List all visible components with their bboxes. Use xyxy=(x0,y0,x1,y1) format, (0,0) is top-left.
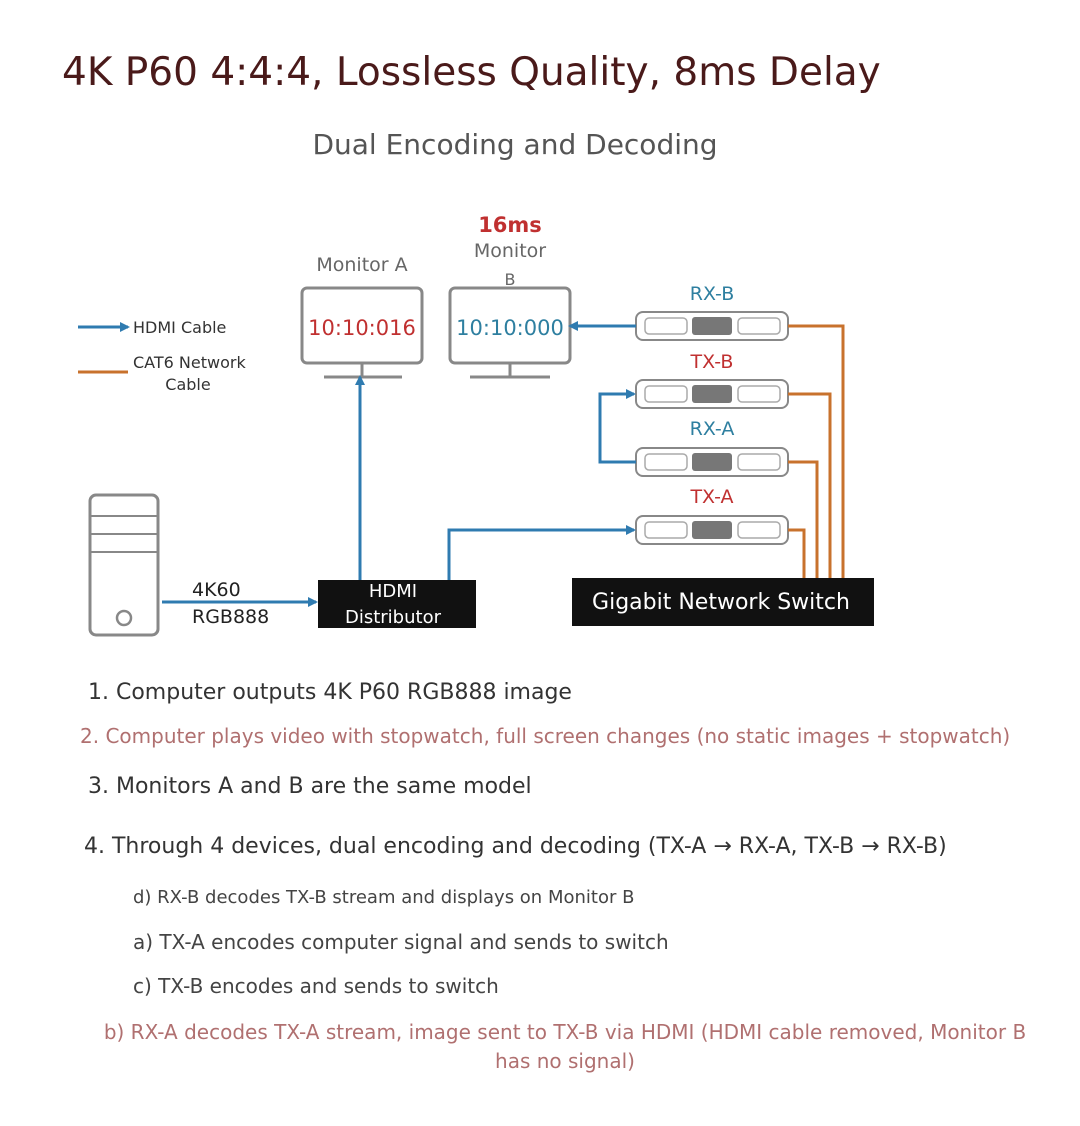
diagram-subtitle: Dual Encoding and Decoding xyxy=(312,128,718,161)
cat6-tx-b xyxy=(788,392,832,580)
monitor-a-time: 10:10:016 xyxy=(308,316,416,340)
cat6-rx-b xyxy=(788,324,845,580)
distributor-label-line1: HDMI xyxy=(369,581,417,602)
distributor-label-line2: Distributor xyxy=(345,607,442,628)
monitor-b-label-line2: B xyxy=(505,270,516,289)
device-rx-b xyxy=(635,311,789,341)
step-3: 3. Monitors A and B are the same model xyxy=(88,774,532,799)
rx-a-label: RX-A xyxy=(690,418,735,440)
connection-diagram: HDMI Cable CAT6 Network Cable Monitor A … xyxy=(78,213,874,637)
tx-a-label: TX-A xyxy=(689,486,733,508)
step-1: 1. Computer outputs 4K P60 RGB888 image xyxy=(88,680,572,705)
monitor-a: Monitor A 10:10:016 xyxy=(300,254,424,379)
page-title: 4K P60 4:4:4, Lossless Quality, 8ms Dela… xyxy=(62,50,881,95)
legend-cat6-label-line1: CAT6 Network xyxy=(133,353,246,372)
hdmi-distributor: HDMI Distributor xyxy=(318,580,476,628)
legend-hdmi-label: HDMI Cable xyxy=(133,318,226,337)
substep-b: b) RX-A decodes TX-A stream, image sent … xyxy=(103,1020,1027,1073)
rx-b-label: RX-B xyxy=(690,283,735,305)
cat6-rx-a xyxy=(788,460,819,580)
device-tx-b xyxy=(635,379,789,409)
cat6-tx-a xyxy=(788,528,806,580)
device-rx-a xyxy=(635,447,789,477)
hdmi-cables xyxy=(162,321,636,607)
substep-c: c) TX-B encodes and sends to switch xyxy=(133,974,499,998)
monitor-a-label: Monitor A xyxy=(316,254,407,276)
monitor-b-label-line1: Monitor xyxy=(474,240,546,262)
source-label-line2: RGB888 xyxy=(192,606,269,628)
device-tx-a xyxy=(635,515,789,545)
substep-a: a) TX-A encodes computer signal and send… xyxy=(133,930,669,954)
legend-cat6-label-line2: Cable xyxy=(165,375,210,394)
switch-label: Gigabit Network Switch xyxy=(592,590,850,615)
delay-label: 16ms xyxy=(478,213,542,237)
computer-tower xyxy=(88,493,160,637)
tx-b-label: TX-B xyxy=(690,351,734,373)
cat6-cables xyxy=(788,324,845,580)
substep-d: d) RX-B decodes TX-B stream and displays… xyxy=(133,887,635,908)
monitor-b: 16ms Monitor B 10:10:000 xyxy=(448,213,572,379)
legend: HDMI Cable CAT6 Network Cable xyxy=(78,318,246,394)
step-4: 4. Through 4 devices, dual encoding and … xyxy=(84,834,947,859)
gigabit-switch: Gigabit Network Switch xyxy=(572,578,874,626)
monitor-b-time: 10:10:000 xyxy=(456,316,564,340)
step-2: 2. Computer plays video with stopwatch, … xyxy=(80,724,1011,748)
hdmi-distributor-to-tx-a xyxy=(447,525,636,580)
source-label-line1: 4K60 xyxy=(192,579,241,601)
hdmi-rx-a-to-tx-b xyxy=(598,389,636,464)
